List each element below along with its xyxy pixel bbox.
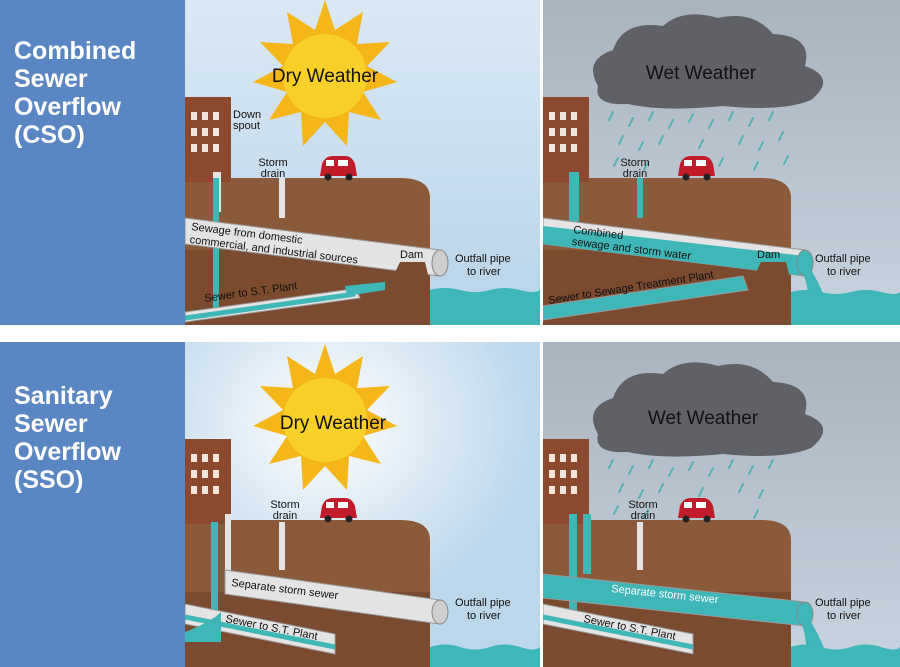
title-line: Sewer (14, 65, 88, 93)
car-icon (678, 498, 715, 523)
car-icon (320, 498, 357, 523)
building (185, 439, 231, 524)
dam-label: Dam (757, 249, 780, 261)
title-line: Sewer (14, 410, 88, 438)
dam-label: Dam (400, 249, 423, 261)
rain (608, 459, 774, 519)
sso-dry-illustration: Dry Weather St (185, 342, 540, 667)
rain (608, 111, 789, 171)
sun-icon (253, 344, 397, 490)
sso-row: Sanitary Sewer Overflow (SSO) Dry Weathe… (0, 342, 900, 667)
cso-dry-weather-panel: Dry Weather (185, 0, 540, 325)
sso-wet-illustration: Wet Weather (543, 342, 900, 667)
weather-label: Wet Weather (646, 63, 757, 84)
weather-label: Wet Weather (648, 408, 759, 429)
river (430, 288, 540, 325)
storm-drain (279, 178, 285, 218)
title-line: Combined (14, 37, 137, 65)
sso-dry-weather-panel: Dry Weather St (185, 342, 540, 667)
cso-dry-illustration: Dry Weather (185, 0, 540, 325)
title-line: Sanitary (14, 382, 113, 410)
weather-label: Dry Weather (272, 66, 379, 87)
cso-title: Combined Sewer Overflow (CSO) (0, 0, 185, 325)
building (543, 439, 589, 524)
cloud-icon (593, 362, 824, 457)
storm-drain (279, 522, 285, 570)
sun-icon (253, 0, 397, 146)
building (543, 97, 589, 182)
building (185, 97, 231, 182)
title-line: Overflow (14, 93, 121, 121)
title-line: (CSO) (14, 121, 85, 149)
cso-wet-weather-panel: Wet Weather (543, 0, 900, 325)
dam (751, 262, 791, 283)
car-icon (678, 156, 715, 181)
river (791, 290, 900, 325)
cloud-icon (593, 14, 824, 109)
storm-drain (637, 178, 643, 218)
river (430, 644, 540, 667)
storm-drain (637, 522, 643, 570)
title-line: (SSO) (14, 466, 84, 494)
dam (390, 262, 430, 283)
title-line: Overflow (14, 438, 121, 466)
river (791, 644, 900, 667)
cso-wet-illustration: Wet Weather (543, 0, 900, 325)
car-icon (320, 156, 357, 181)
sso-wet-weather-panel: Wet Weather (543, 342, 900, 667)
cso-row: Combined Sewer Overflow (CSO) Dry Weathe… (0, 0, 900, 325)
weather-label: Dry Weather (280, 413, 387, 434)
sso-title: Sanitary Sewer Overflow (SSO) (0, 342, 185, 667)
